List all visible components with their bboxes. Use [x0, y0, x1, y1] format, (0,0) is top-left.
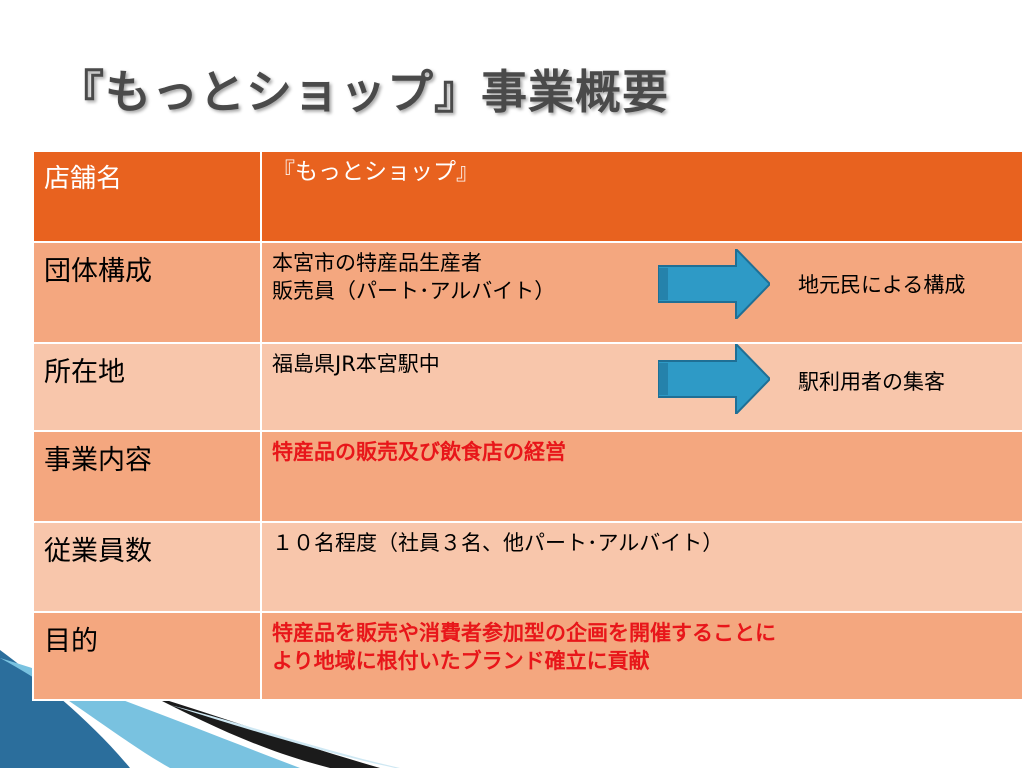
row-value-line: 福島県JR本宮駅中 — [272, 352, 440, 376]
row-value-line: 販売員（パート･アルバイト） — [272, 279, 556, 303]
result-label: 地元民による構成 — [798, 273, 966, 297]
row-label: 従業員数 — [32, 521, 262, 613]
row-label: 事業内容 — [32, 430, 262, 523]
row-value: 特産品を販売や消費者参加型の企画を開催することに より地域に根付いたブランド確立… — [260, 611, 1024, 701]
table-row-business: 事業内容 特産品の販売及び飲食店の経営 — [32, 430, 1024, 523]
result-label: 駅利用者の集客 — [798, 370, 945, 394]
row-value-line: 本宮市の特産品生産者 — [272, 251, 482, 275]
table-row-location: 所在地 福島県JR本宮駅中 駅利用者の集客 — [32, 342, 1024, 432]
row-label: 所在地 — [32, 342, 262, 432]
row-value-line: 特産品を販売や消費者参加型の企画を開催することに — [272, 621, 776, 645]
row-value: 『もっとショップ』 — [260, 150, 1024, 243]
row-value: １０名程度（社員３名、他パート･アルバイト） — [260, 521, 1024, 613]
row-value: 本宮市の特産品生産者 販売員（パート･アルバイト） 地元民による構成 — [260, 241, 1024, 344]
row-label: 目的 — [32, 611, 262, 701]
row-value: 特産品の販売及び飲食店の経営 — [260, 430, 1024, 523]
right-arrow-icon — [658, 249, 770, 319]
overview-table: 店舗名 『もっとショップ』 団体構成 本宮市の特産品生産者 販売員（パート･アル… — [32, 150, 1024, 701]
table-row-store-name: 店舗名 『もっとショップ』 — [32, 150, 1024, 243]
right-arrow-icon — [658, 344, 770, 414]
row-value: 福島県JR本宮駅中 駅利用者の集客 — [260, 342, 1024, 432]
row-value-line: より地域に根付いたブランド確立に貢献 — [272, 649, 650, 673]
row-label: 店舗名 — [32, 150, 262, 243]
table-row-employees: 従業員数 １０名程度（社員３名、他パート･アルバイト） — [32, 521, 1024, 613]
table-row-purpose: 目的 特産品を販売や消費者参加型の企画を開催することに より地域に根付いたブラン… — [32, 611, 1024, 701]
table-row-organization: 団体構成 本宮市の特産品生産者 販売員（パート･アルバイト） 地元民による構成 — [32, 241, 1024, 344]
slide-title: 『もっとショップ』事業概要 — [58, 65, 669, 119]
row-label: 団体構成 — [32, 241, 262, 344]
